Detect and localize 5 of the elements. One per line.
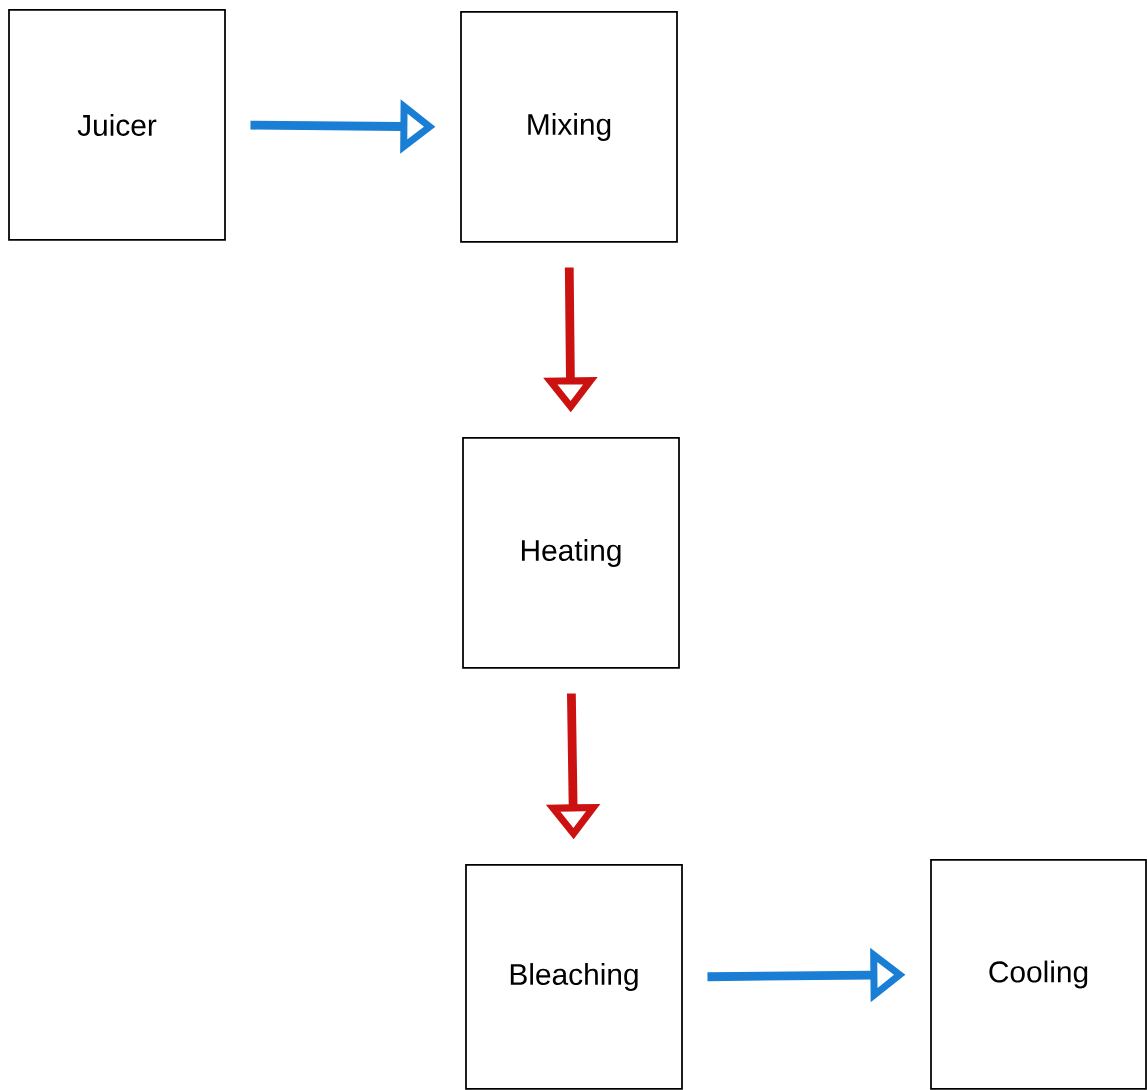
process-box: Mixing: [460, 11, 678, 243]
process-box: Juicer: [8, 9, 226, 241]
process-box: Bleaching: [465, 864, 683, 1090]
process-box: Cooling: [930, 859, 1147, 1090]
process-box: Heating: [462, 437, 680, 669]
